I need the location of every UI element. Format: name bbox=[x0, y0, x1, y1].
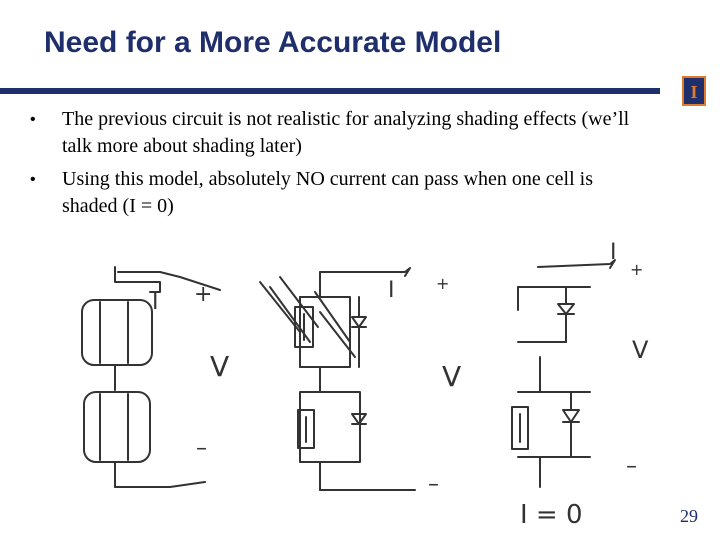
bullet-icon: • bbox=[30, 111, 36, 128]
bullet-icon: • bbox=[30, 171, 36, 188]
left-minus-label: – bbox=[196, 436, 207, 461]
left-current-label: I bbox=[152, 290, 159, 315]
diode-right-top bbox=[557, 303, 575, 315]
cell-unshaded bbox=[297, 409, 315, 449]
cell-top bbox=[81, 299, 153, 366]
bullet-text: The previous circuit is not realistic fo… bbox=[62, 108, 630, 157]
middle-voltage-label: V bbox=[442, 360, 462, 393]
right-plus-label: + bbox=[630, 260, 644, 279]
right-current-label: I bbox=[610, 240, 617, 265]
left-voltage-label: V bbox=[210, 350, 230, 383]
logo-letter: I bbox=[690, 82, 697, 102]
middle-minus-label: – bbox=[428, 472, 439, 497]
bullet-item: • Using this model, absolutely NO curren… bbox=[30, 166, 650, 220]
left-plus-label: + bbox=[194, 282, 213, 307]
right-voltage-label: V bbox=[632, 336, 649, 364]
diode-bottom bbox=[351, 413, 367, 425]
left-current-wire bbox=[117, 271, 221, 291]
bullet-list: • The previous circuit is not realistic … bbox=[30, 106, 650, 226]
bullet-text: Using this model, absolutely NO current … bbox=[62, 168, 593, 217]
middle-plus-label: + bbox=[436, 274, 450, 293]
diode-top bbox=[351, 316, 367, 328]
bullet-item: • The previous circuit is not realistic … bbox=[30, 106, 650, 160]
left-circuit bbox=[81, 266, 221, 488]
slide-title: Need for a More Accurate Model bbox=[44, 26, 502, 59]
right-circuit bbox=[511, 259, 616, 488]
circuit-sketch: I + V – I + V – I + V – I = 0 bbox=[70, 232, 660, 532]
right-minus-label: – bbox=[626, 454, 637, 479]
university-logo: I bbox=[682, 76, 706, 106]
diode-right-bottom bbox=[562, 409, 580, 423]
middle-current-label: I bbox=[388, 278, 395, 303]
cell-right bbox=[511, 406, 529, 450]
circuit-drawing bbox=[81, 259, 616, 491]
cell-bottom bbox=[83, 391, 151, 463]
middle-circuit bbox=[259, 267, 416, 491]
title-rule bbox=[0, 88, 660, 94]
zero-current-label: I = 0 bbox=[520, 500, 583, 530]
page-number: 29 bbox=[680, 506, 698, 526]
